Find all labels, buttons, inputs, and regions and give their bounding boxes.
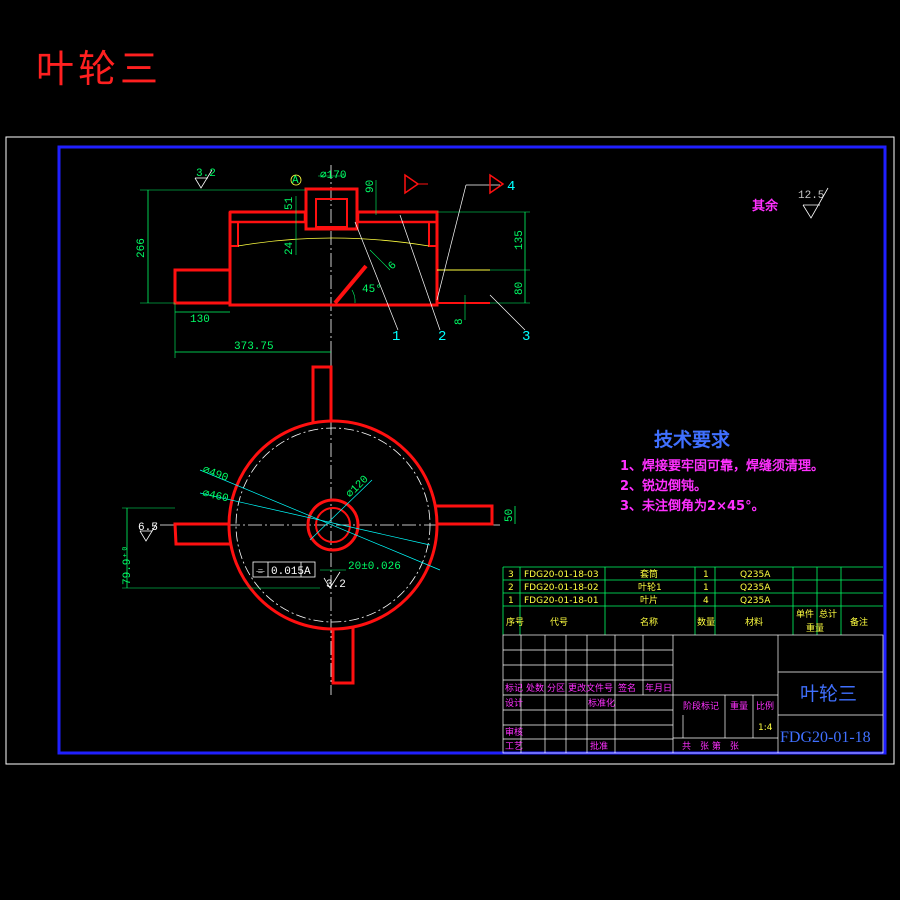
- bom-h-unit: 单件: [796, 608, 814, 620]
- roughness-bottom: 3.2: [326, 579, 346, 591]
- tb-doc: 更改文件号: [568, 682, 613, 694]
- tb-weight: 重量: [730, 700, 748, 712]
- bom-h-no: 序号: [506, 616, 524, 628]
- tb-sheets: 共 张 第 张: [682, 740, 739, 752]
- bom-h-qty: 数量: [697, 616, 715, 628]
- bom-code-2: FDG20-01-18-02: [524, 583, 599, 593]
- dim-135: 135: [514, 230, 526, 250]
- dim-37375: 373.75: [234, 341, 274, 353]
- bom-qty-2: 1: [703, 583, 709, 593]
- bom-table: [502, 566, 883, 635]
- dim-490: ∅490: [201, 464, 230, 484]
- bom-code-3: FDG20-01-18-03: [524, 570, 599, 580]
- dim-79: 79.9⁺⁰: [122, 545, 134, 585]
- tech-title: 技术要求: [654, 428, 731, 451]
- dim-24: 24: [284, 241, 296, 255]
- tol-symbol: ⌯: [256, 566, 265, 578]
- tb-date: 年月日: [645, 682, 672, 694]
- tb-scale-val: 1:4: [758, 723, 773, 733]
- dim-top: ∅170: [320, 170, 346, 182]
- frame-border: [57, 145, 887, 755]
- bom-qty-1: 4: [703, 596, 709, 606]
- sheet-border: [5, 136, 895, 765]
- roughness-rest-label: 其余: [752, 198, 779, 214]
- callout-4: 4: [507, 179, 515, 195]
- tb-zone: 分区: [547, 683, 565, 694]
- bom-name-1: 叶片: [640, 594, 658, 606]
- bom-h-weight: 重量: [806, 622, 824, 634]
- tb-part-name: 叶轮三: [800, 683, 857, 705]
- tb-scale: 比例: [756, 700, 774, 712]
- drawing-title: 叶轮三: [36, 47, 163, 91]
- callout-3: 3: [522, 329, 530, 345]
- tech-item-2: 2、锐边倒钝。: [620, 478, 707, 494]
- plan-view: [122, 355, 516, 695]
- bom-h-code: 代号: [550, 617, 568, 628]
- bom-name-3: 套筒: [640, 568, 658, 580]
- bom-h-total: 总计: [819, 608, 837, 620]
- tol-value: 0.015: [271, 566, 304, 578]
- tb-mark: 标记: [505, 682, 523, 694]
- callout-1: 1: [392, 329, 400, 345]
- tech-item-3: 3、未注倒角为2×45°。: [620, 498, 765, 514]
- roughness-rest-value: 12.5: [798, 190, 824, 202]
- bom-mat-2: Q235A: [740, 583, 771, 593]
- bom-no-3: 3: [508, 570, 514, 580]
- title-block-text: 标记 处数 分区 更改文件号 签名 年月日 设计 标准化 阶段标记 重量 比例 …: [505, 682, 871, 752]
- dim-45: 45°: [362, 284, 382, 296]
- dim-50: 50: [504, 509, 516, 522]
- bom-rows: 3 FDG20-01-18-03 套筒 1 Q235A 2 FDG20-01-1…: [506, 568, 868, 634]
- dim-80: 80: [514, 282, 526, 295]
- dim-130: 130: [190, 314, 210, 326]
- tb-sign: 签名: [618, 682, 636, 694]
- bom-name-2: 叶轮1: [638, 581, 662, 593]
- bom-qty-3: 1: [703, 570, 709, 580]
- tol-ref: A: [304, 566, 311, 578]
- dim-20: 20±0.026: [348, 561, 401, 573]
- bom-h-name: 名称: [640, 616, 658, 628]
- bom-no-1: 1: [508, 596, 514, 606]
- tb-count: 处数: [526, 682, 544, 694]
- bom-mat-3: Q235A: [740, 570, 771, 580]
- dim-6: 6: [386, 260, 399, 273]
- title-block-grid: [502, 634, 884, 754]
- tb-check: 审核: [505, 726, 523, 738]
- callout-2: 2: [438, 329, 446, 345]
- dim-8: 8: [454, 318, 466, 325]
- datum-a: A: [292, 175, 299, 187]
- tb-drawing-no: FDG20-01-18: [780, 729, 871, 746]
- bom-code-1: FDG20-01-18-01: [524, 596, 599, 606]
- tb-process: 工艺: [505, 741, 523, 752]
- bom-no-2: 2: [508, 583, 514, 593]
- dim-120: ∅120: [344, 474, 371, 501]
- tb-stage: 阶段标记: [683, 700, 719, 712]
- dim-266: 266: [136, 238, 148, 258]
- tb-std: 标准化: [588, 697, 615, 709]
- tech-item-1: 1、焊接要牢固可靠，焊缝须清理。: [620, 458, 824, 474]
- bom-h-remark: 备注: [850, 616, 868, 628]
- tb-design: 设计: [505, 697, 523, 709]
- dim-90: 90: [365, 180, 377, 193]
- tb-approve: 批准: [590, 740, 608, 752]
- dim-460: ∅460: [201, 488, 229, 505]
- bom-mat-1: Q235A: [740, 596, 771, 606]
- roughness-top: 3.2: [196, 168, 216, 180]
- section-view: [140, 165, 530, 358]
- roughness-mid: 6.5: [138, 522, 158, 534]
- dim-51: 51: [284, 196, 296, 210]
- bom-h-mat: 材料: [745, 616, 763, 628]
